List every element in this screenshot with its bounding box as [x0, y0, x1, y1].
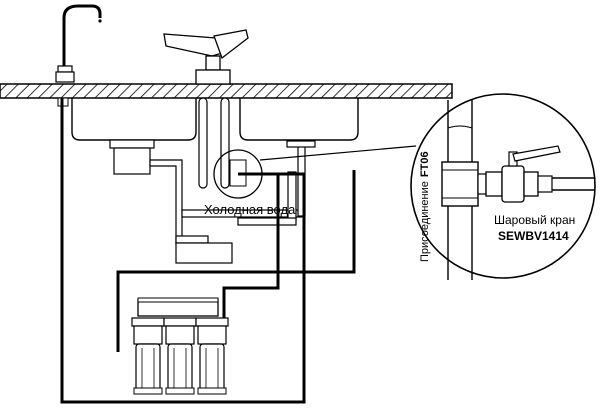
- detail-callout-circle: [213, 145, 417, 199]
- filter-housing-2: [163, 317, 197, 395]
- countertop: [0, 83, 453, 99]
- sink-right-basin: [239, 98, 359, 141]
- filter-tubing: [60, 98, 356, 404]
- cold-water-pipe: [237, 171, 297, 226]
- connection-name: Присоединение: [419, 181, 431, 262]
- filter-bracket: [137, 297, 219, 317]
- mixer-hoses: [198, 97, 230, 189]
- cold-water-label: Холодная вода: [204, 202, 296, 217]
- valve-code-label: SEWBV1414: [498, 229, 569, 243]
- filter-housing-3: [195, 317, 229, 395]
- connection-code: FT06: [419, 151, 431, 177]
- connection-label: Присоединение FT06: [419, 151, 431, 262]
- valve-label: Шаровый кран: [494, 213, 575, 227]
- kitchen-mixer-icon: [163, 29, 249, 85]
- ft06-connector-icon: [441, 161, 487, 207]
- ball-valve-icon: [485, 145, 561, 203]
- filter-housing-1: [131, 317, 165, 395]
- sink-left-basin: [71, 98, 197, 141]
- magnified-detail: [410, 93, 596, 280]
- drain-trap: [109, 139, 316, 264]
